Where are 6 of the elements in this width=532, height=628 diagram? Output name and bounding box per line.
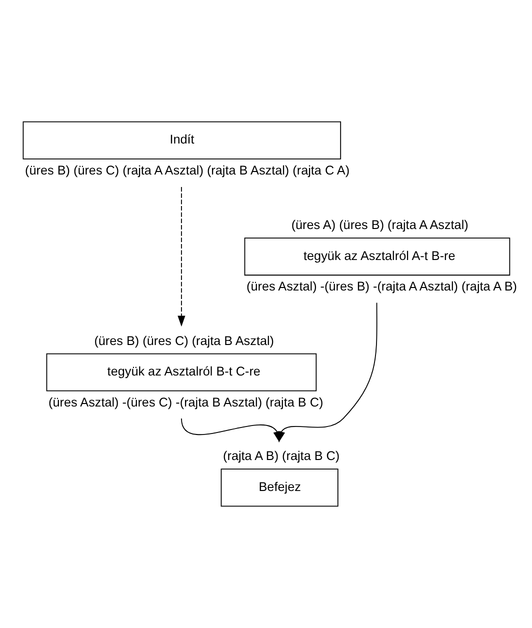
node-label: (üres Asztal) -(üres C) -(rajta B Asztal) (rajta B C) [48, 395, 324, 410]
node-label: (üres B) (üres C) (rajta B Asztal) [94, 334, 274, 348]
node-label: (üres B) (üres C) (rajta A Asztal) (rajta B Asztal) (rajta C A) [25, 163, 350, 178]
node-label: (rajta A B) (rajta B C) [223, 449, 340, 464]
node-label: (üres A) (üres B) (rajta A Asztal) [291, 218, 468, 232]
node-label: (üres Asztal) -(üres B) -(rajta A Asztal) (rajta A B) [246, 280, 518, 294]
